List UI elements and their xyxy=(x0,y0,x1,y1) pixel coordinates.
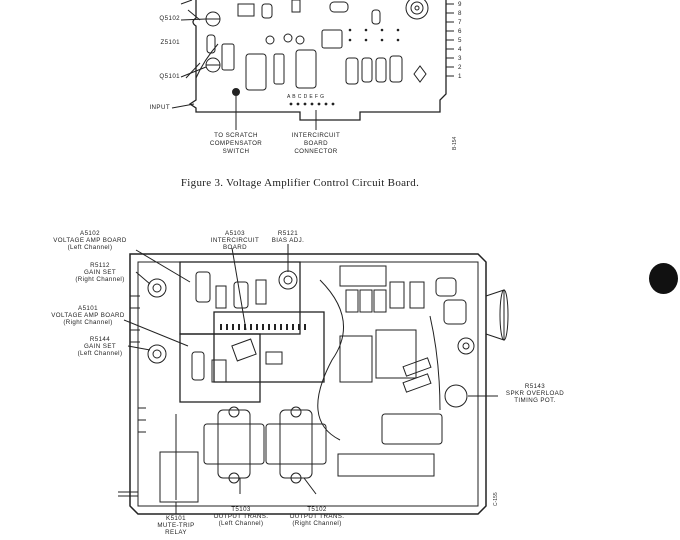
label-r5121-1: R5121 xyxy=(277,230,299,237)
pin-number-7: 7 xyxy=(458,19,462,26)
label-r5143-3: TIMING POT. xyxy=(514,397,556,404)
label-a5103-3: BOARD xyxy=(222,244,247,251)
label-r5144-3: (Left Channel) xyxy=(77,350,123,357)
label-r5112-1: R5112 xyxy=(90,262,110,269)
label-z5101: Z5101 xyxy=(160,39,180,46)
label-a5101-3: (Right Channel) xyxy=(63,319,113,326)
label-t5103-3: (Left Channel) xyxy=(218,520,264,527)
pin-number-9: 9 xyxy=(458,1,462,8)
label-input: INPUT xyxy=(149,104,170,111)
label-t5102-3: (Right Channel) xyxy=(292,520,342,527)
label-a5101-2: VOLTAGE AMP BOARD xyxy=(51,312,125,319)
pin-number-8: 8 xyxy=(458,10,462,17)
label-t5102-2: OUTPUT TRANS. xyxy=(289,513,345,520)
gain-set-pots xyxy=(147,278,167,364)
pin-number-2: 2 xyxy=(458,64,462,71)
label-r5143-2: SPKR OVERLOAD xyxy=(505,390,565,397)
punch-hole xyxy=(649,263,678,294)
label-a5102-3: (Left Channel) xyxy=(67,244,113,251)
label-scratch-1: TO SCRATCH xyxy=(214,132,258,139)
label-intercircuit-1: INTERCIRCUIT xyxy=(291,132,341,139)
label-t5103-2: OUTPUT TRANS. xyxy=(213,513,269,520)
label-a5102-2: VOLTAGE AMP BOARD xyxy=(53,237,127,244)
label-k5101-1: K5101 xyxy=(166,515,186,522)
label-r5144-2: GAIN SET xyxy=(83,343,117,350)
figure4-code: C-155 xyxy=(493,492,499,506)
pin-number-4: 4 xyxy=(458,46,462,53)
label-r5112-3: (Right Channel) xyxy=(75,276,125,283)
label-k5101-2: MUTE-TRIP xyxy=(157,522,195,529)
pin-number-1: 1 xyxy=(458,73,462,80)
voltage-amp-control-board xyxy=(171,0,454,130)
label-scratch-2: COMPENSATOR xyxy=(209,140,263,147)
label-r5143-1: R5143 xyxy=(524,383,546,390)
label-t5102-1: T5102 xyxy=(307,506,327,513)
label-pin-letters: A B C D E F G xyxy=(287,94,325,100)
label-a5103-1: A5103 xyxy=(225,230,245,237)
label-intercircuit-3: CONNECTOR xyxy=(294,148,338,155)
label-scratch-3: SWITCH xyxy=(222,148,250,155)
output-transformers xyxy=(203,406,327,484)
label-t5103-1: T5103 xyxy=(231,506,251,513)
label-r5121-2: BIAS ADJ. xyxy=(271,237,305,244)
label-a5101-1: A5101 xyxy=(78,305,98,312)
label-r5112-2: GAIN SET xyxy=(83,269,117,276)
label-a5102-1: A5102 xyxy=(80,230,100,237)
connector-pins xyxy=(446,3,454,77)
amplifier-chassis xyxy=(118,244,509,515)
pin-number-5: 5 xyxy=(458,37,462,44)
pin-number-6: 6 xyxy=(458,28,462,35)
pin-number-3: 3 xyxy=(458,55,462,62)
label-k5101-3: RELAY xyxy=(165,529,187,536)
label-q5101: Q5101 xyxy=(159,73,180,80)
label-intercircuit-2: BOARD xyxy=(303,140,328,147)
label-q5102: Q5102 xyxy=(159,15,180,22)
label-a5103-2: INTERCIRCUIT xyxy=(210,237,260,244)
label-r5144-1: R5144 xyxy=(89,336,111,343)
figure3-caption: Figure 3. Voltage Amplifier Control Circ… xyxy=(180,177,420,189)
figure3-code: B-154 xyxy=(452,136,458,150)
